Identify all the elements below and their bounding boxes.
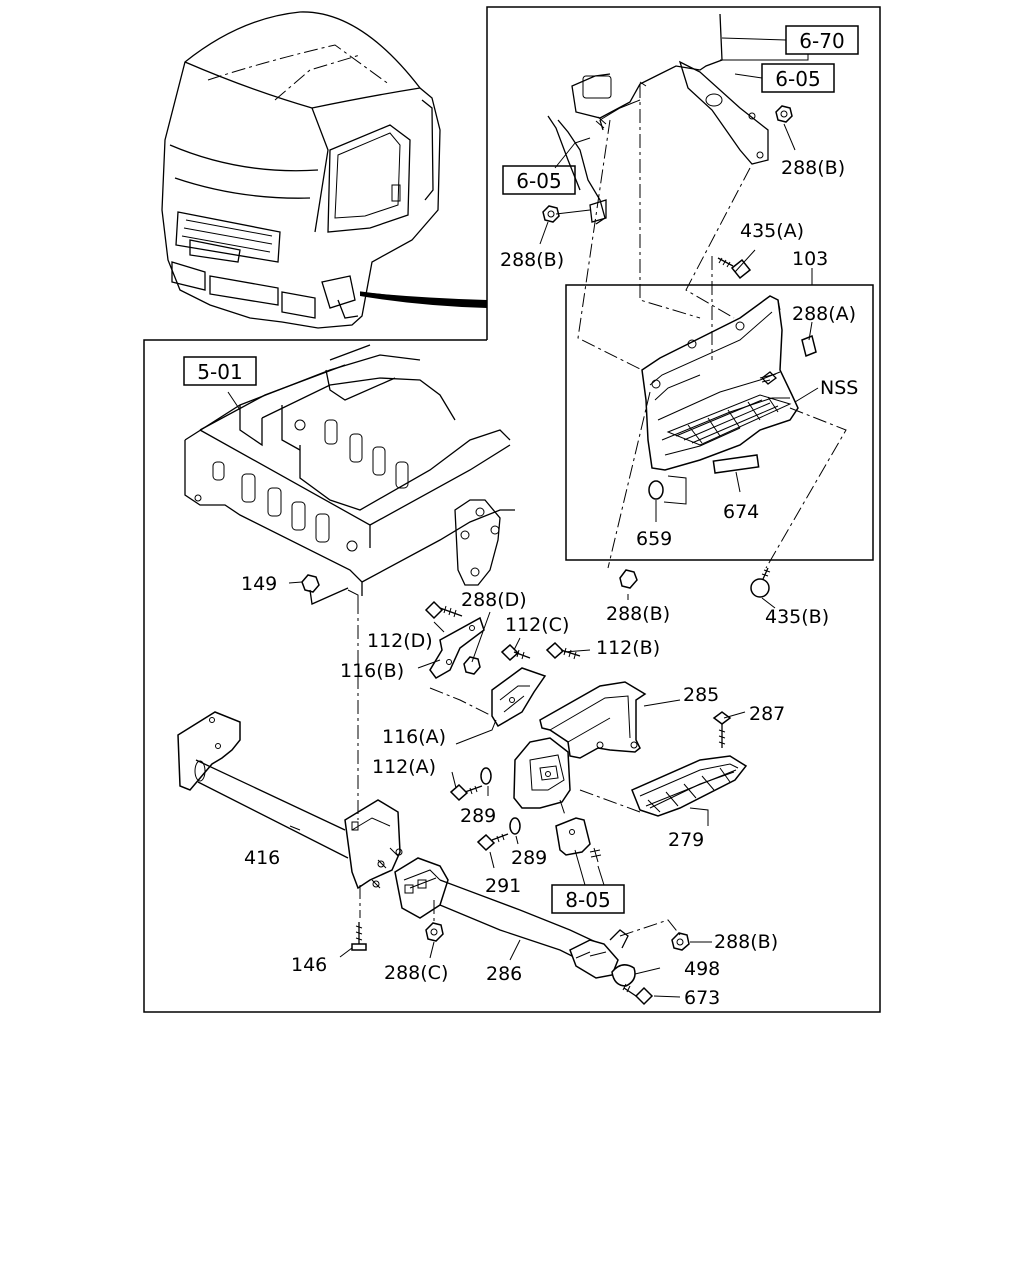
bolt-112d <box>424 600 463 620</box>
bolt-287 <box>712 711 732 748</box>
nss-plate <box>712 454 760 474</box>
label-289: 289 <box>511 847 547 869</box>
label-288b: 288(B) <box>781 157 845 179</box>
label-435b: 435(B) <box>765 606 829 628</box>
bracket-housing <box>513 737 571 809</box>
upper-step-tread <box>666 394 792 446</box>
label-285: 285 <box>683 684 719 706</box>
svg-text:5-01: 5-01 <box>197 360 242 384</box>
upper-bracket-assembly <box>547 13 769 225</box>
label-659: 659 <box>636 528 672 550</box>
part-labels: 288(B) 288(B) 435(A) 103 288(A) NSS 674 … <box>241 157 858 1009</box>
washer-659 <box>648 480 664 500</box>
nut-288d <box>463 656 481 675</box>
lower-bolts <box>424 600 732 852</box>
bolt-673 <box>622 983 654 1006</box>
upper-step-assembly <box>641 295 799 474</box>
label-116b: 116(B) <box>340 660 404 682</box>
label-146: 146 <box>291 954 327 976</box>
label-291: 291 <box>485 875 521 897</box>
svg-text:6-05: 6-05 <box>775 67 820 91</box>
svg-text:6-05: 6-05 <box>516 169 561 193</box>
callout-8-05: 8-05 <box>551 884 625 914</box>
upper-hardware <box>542 105 817 598</box>
nut-149 <box>301 574 320 593</box>
chassis-frame <box>184 344 515 600</box>
callout-5-01: 5-01 <box>183 356 257 386</box>
svg-text:8-05: 8-05 <box>565 888 610 912</box>
frame-mount-plate <box>454 499 501 586</box>
washer-289-lower <box>509 817 521 835</box>
label-112b: 112(B) <box>596 637 660 659</box>
label-498: 498 <box>684 958 720 980</box>
clip-288a <box>801 334 817 358</box>
label-279: 279 <box>668 829 704 851</box>
clip-498 <box>611 964 636 987</box>
bolt-291 <box>476 833 509 852</box>
callout-6-05-top: 6-05 <box>761 63 835 93</box>
nut-288b-bottom <box>671 932 690 951</box>
bolt-435a <box>717 257 752 280</box>
cab-illustration <box>161 11 488 329</box>
label-673: 673 <box>684 987 720 1009</box>
cover-plate-8-05 <box>555 817 602 863</box>
center-lines <box>357 84 847 937</box>
label-289: 289 <box>460 805 496 827</box>
plate-116b <box>429 616 485 679</box>
label-287: 287 <box>749 703 785 725</box>
label-112c: 112(C) <box>505 614 569 636</box>
washer-289-upper <box>480 767 492 785</box>
bolt-112c <box>500 643 531 662</box>
label-288c: 288(C) <box>384 962 448 984</box>
label-286: 286 <box>486 963 522 985</box>
step-tread-279 <box>631 755 748 817</box>
nut-288b-mid <box>619 569 638 589</box>
nut-288b-left <box>542 205 560 223</box>
top-right-panel-frame <box>143 6 881 1013</box>
lower-bracket-plates <box>429 616 547 728</box>
frame-slots <box>194 419 409 552</box>
label-288d: 288(D) <box>461 589 527 611</box>
bolt-146 <box>351 922 367 951</box>
plate-116a <box>491 667 547 728</box>
label-116a: 116(A) <box>382 726 446 748</box>
callout-6-70: 6-70 <box>785 25 859 55</box>
label-416: 416 <box>244 847 280 869</box>
svg-text:6-70: 6-70 <box>799 29 844 53</box>
side-arm-286 <box>394 857 629 979</box>
label-149: 149 <box>241 573 277 595</box>
label-288b: 288(B) <box>606 603 670 625</box>
label-288b: 288(B) <box>714 931 778 953</box>
label-435a: 435(A) <box>740 220 804 242</box>
bolt-435b <box>750 567 771 598</box>
step-bracket-285 <box>539 681 647 759</box>
label-103: 103 <box>792 248 828 270</box>
label-674: 674 <box>723 501 759 523</box>
nut-288c <box>425 922 444 942</box>
leader-lines <box>227 37 819 998</box>
step-detail-frame <box>565 284 874 561</box>
bottom-hardware <box>351 847 690 1006</box>
nut-288b-top-right <box>775 105 793 123</box>
label-nss: NSS <box>820 377 858 399</box>
label-288b: 288(B) <box>500 249 564 271</box>
callout-6-05-left: 6-05 <box>502 165 576 195</box>
crossmember-416 <box>177 711 401 890</box>
label-112d: 112(D) <box>367 630 433 652</box>
label-288a: 288(A) <box>792 303 856 325</box>
label-112a: 112(A) <box>372 756 436 778</box>
